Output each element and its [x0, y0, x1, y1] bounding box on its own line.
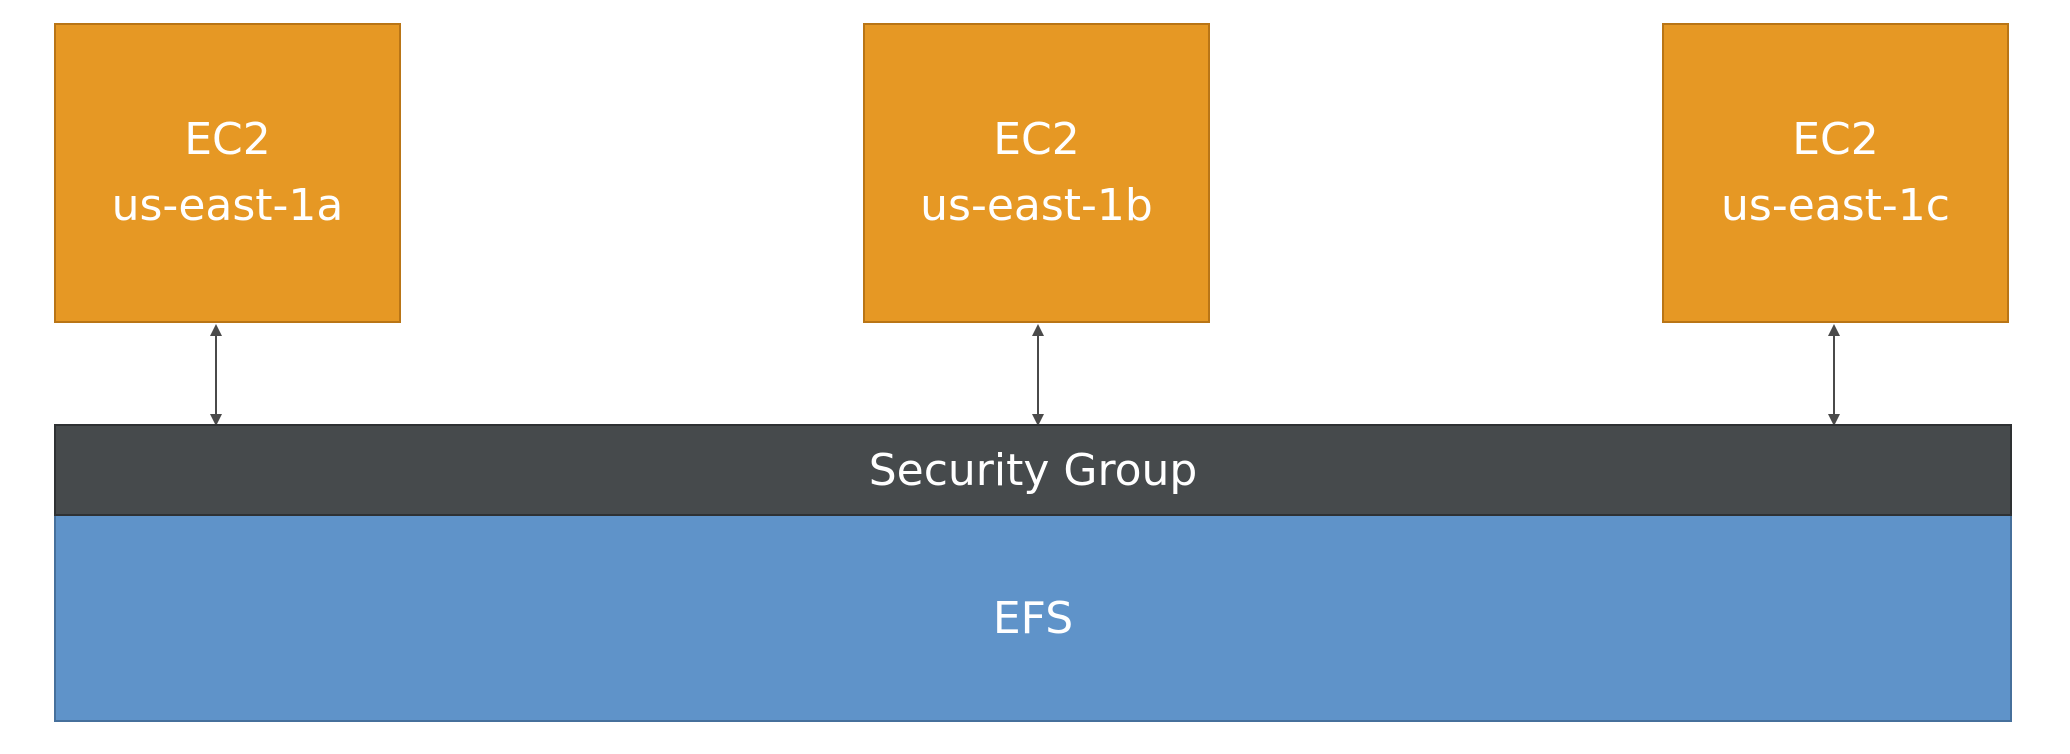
ec2-instance-box-1c: EC2 us-east-1c	[1662, 23, 2009, 323]
ec2-instance-zone: us-east-1a	[111, 180, 344, 231]
double-headed-arrow-icon	[1828, 324, 1840, 426]
ec2-instance-title: EC2	[1792, 114, 1879, 165]
ec2-instance-box-1b: EC2 us-east-1b	[863, 23, 1210, 323]
efs-bar: EFS	[54, 516, 2012, 722]
ec2-instance-title: EC2	[184, 114, 271, 165]
ec2-instance-title: EC2	[993, 114, 1080, 165]
security-group-label: Security Group	[868, 444, 1198, 496]
ec2-instance-zone: us-east-1c	[1721, 180, 1950, 231]
double-headed-arrow-icon	[210, 324, 222, 426]
efs-label: EFS	[992, 592, 1074, 644]
security-group-bar: Security Group	[54, 424, 2012, 516]
ec2-instance-box-1a: EC2 us-east-1a	[54, 23, 401, 323]
double-headed-arrow-icon	[1032, 324, 1044, 426]
ec2-instance-zone: us-east-1b	[920, 180, 1153, 231]
